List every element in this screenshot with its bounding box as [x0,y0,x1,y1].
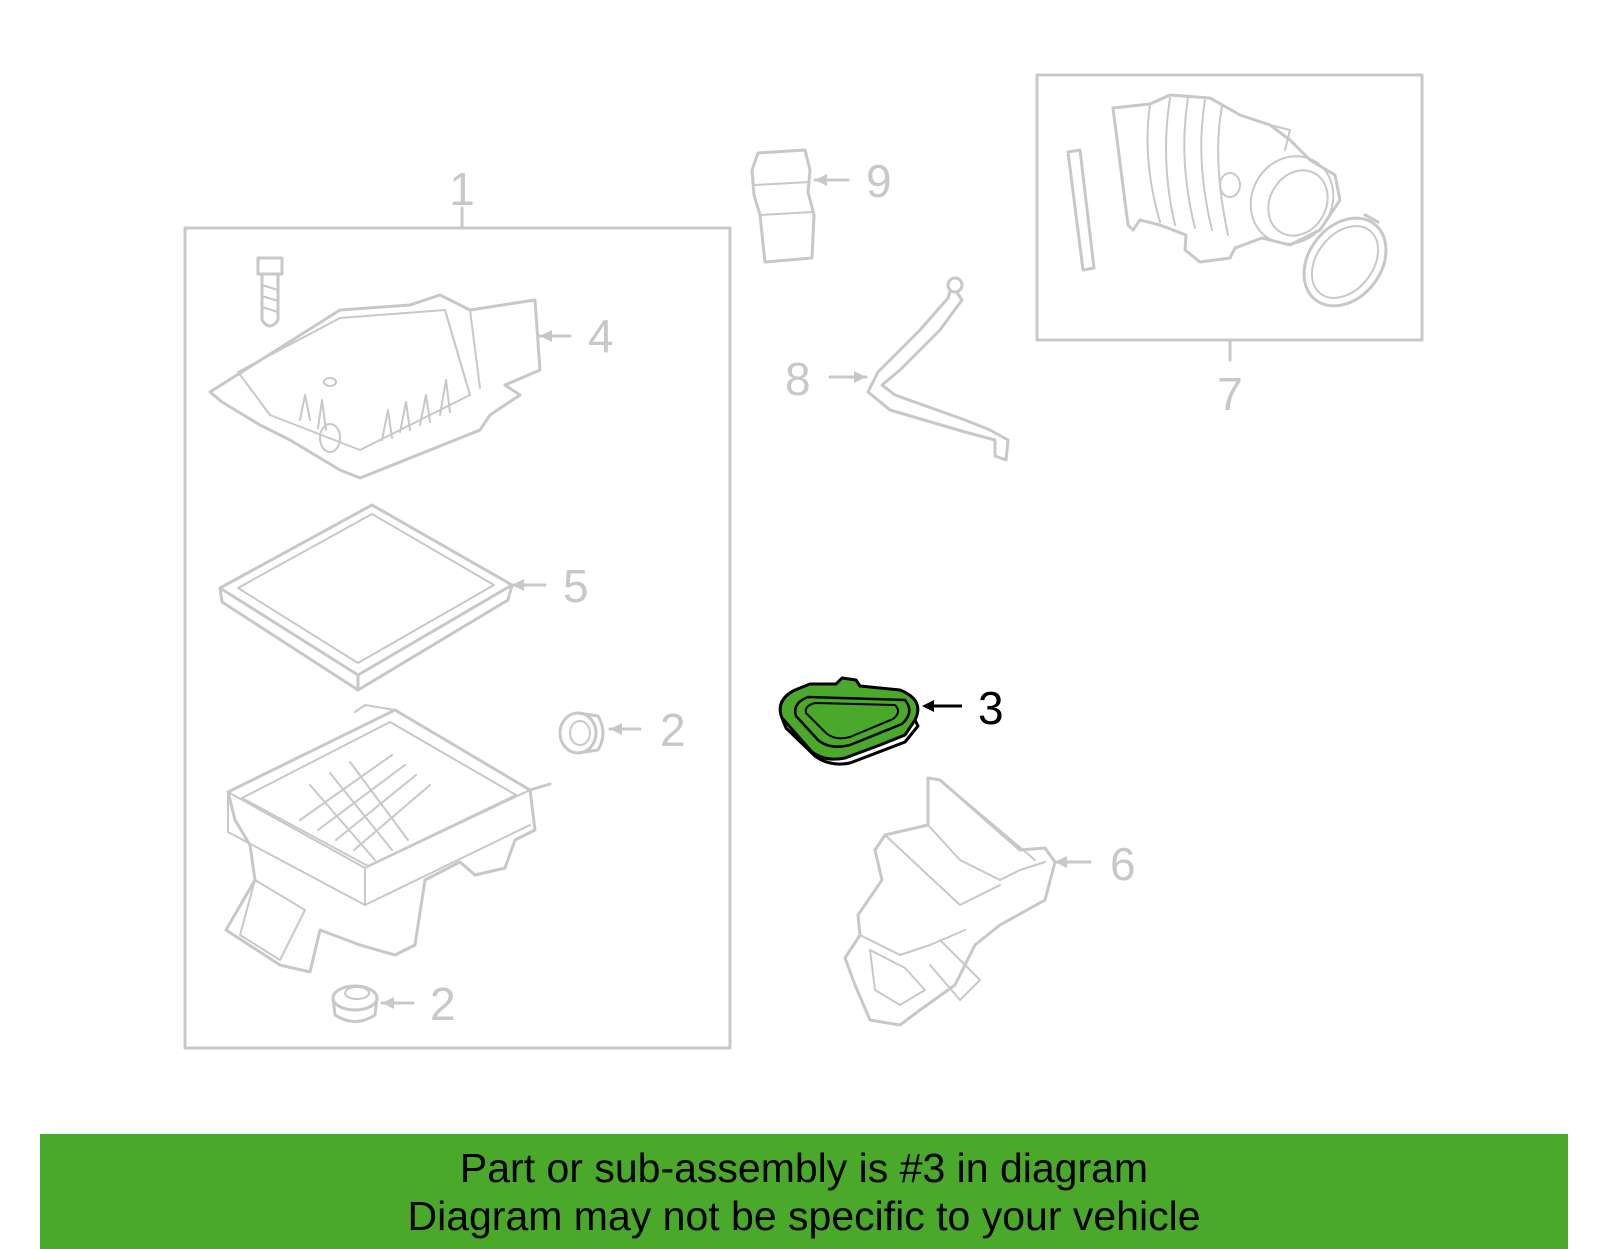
assembly-1-group: 1 [183,163,732,1050]
callout-6: 6 [1110,838,1136,890]
callout-7: 7 [1217,368,1243,420]
part-5-filter: 5 [218,503,589,692]
parts-diagram: 1 4 5 2 [183,73,1424,1050]
part-2-grommet-upper: 2 [558,704,686,756]
callout-1: 1 [449,163,475,215]
part-3-seal-highlighted: 3 [778,676,1004,766]
callout-9: 9 [866,155,892,207]
banner-line-2: Diagram may not be specific to your vehi… [407,1193,1201,1239]
banner-line-1: Part or sub-assembly is #3 in diagram [459,1145,1149,1191]
callout-3: 3 [978,682,1004,734]
callout-8: 8 [785,353,811,405]
callout-5: 5 [563,560,589,612]
info-banner: Part or sub-assembly is #3 in diagram Di… [40,1134,1568,1249]
callout-2-lower: 2 [430,978,456,1030]
part-2-grommet-lower: 2 [331,978,456,1030]
assembly-7-group: 7 [1035,73,1424,420]
callout-2-upper: 2 [660,704,686,756]
part-8-hose: 8 [785,276,1010,462]
part-1-housing [224,704,552,974]
callout-4: 4 [588,310,614,362]
part-6-duct: 6 [843,776,1136,1027]
part-4-cover: 4 [208,256,614,480]
part-9-sensor: 9 [750,148,892,264]
